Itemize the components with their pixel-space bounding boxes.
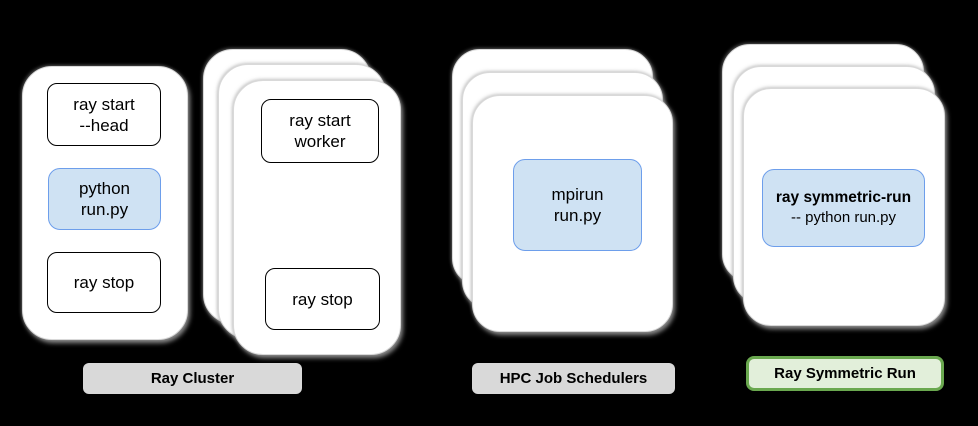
command-box-ray-start-worker: ray start worker (261, 99, 379, 163)
command-text-line: python (78, 179, 131, 198)
command-text-line: ray start (73, 94, 135, 114)
group-label-text: HPC Job Schedulers (499, 370, 648, 387)
command-text-line: mpirun (551, 185, 604, 204)
command-box-mpirun: mpirun run.py (513, 159, 642, 251)
command-text-line: run.py (80, 200, 129, 219)
command-text-line: worker (294, 132, 346, 151)
group-label-ray-cluster: Ray Cluster (83, 363, 302, 394)
group-label-ray-symmetric-run: Ray Symmetric Run (746, 356, 944, 391)
command-box-ray-start-head: ray start --head (47, 83, 161, 146)
group-label-text: Ray Symmetric Run (774, 365, 916, 382)
command-text-line: ray stop (292, 289, 353, 309)
command-box-ray-stop-worker: ray stop (265, 268, 380, 330)
command-text-line: ray stop (73, 273, 135, 292)
command-text-line: --head (79, 115, 129, 135)
group-label-hpc-job-schedulers: HPC Job Schedulers (472, 363, 675, 394)
command-text-line: -- python run.py (790, 209, 897, 226)
command-text-line: ray start (289, 111, 351, 130)
command-box-symmetric-run: ray symmetric-run -- python run.py (762, 169, 925, 247)
group-label-text: Ray Cluster (150, 370, 235, 387)
command-text-line: ray symmetric-run (775, 189, 912, 206)
command-box-python-run: python run.py (48, 168, 161, 230)
command-text-line: run.py (553, 206, 602, 225)
command-box-ray-stop-head: ray stop (47, 252, 161, 313)
